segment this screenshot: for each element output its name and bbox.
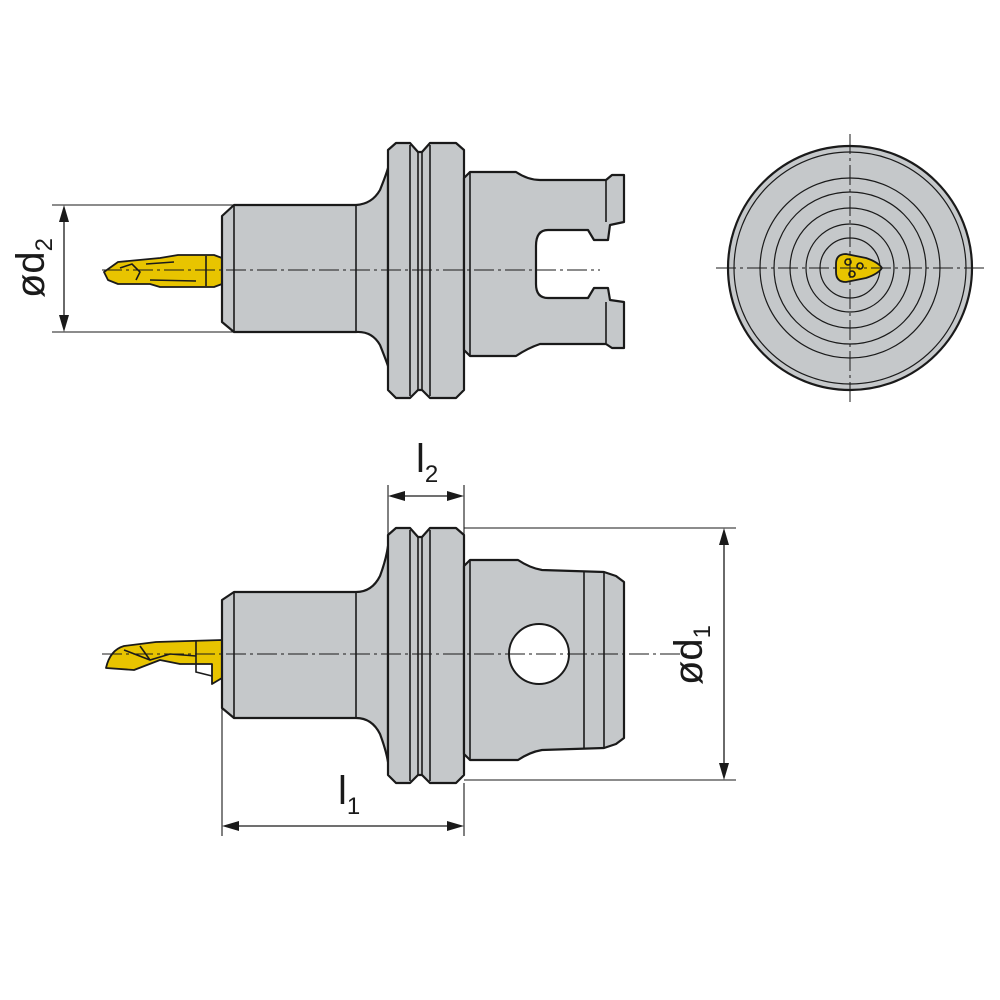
dim-l2-label: l2 xyxy=(416,437,438,488)
dim-d1-label: ød1 xyxy=(667,625,716,685)
dim-l1: l1 xyxy=(221,708,465,836)
top-view-holder-body xyxy=(220,141,626,400)
top-view: ød2 xyxy=(9,141,626,400)
bottom-view-boring-insert xyxy=(105,639,223,685)
dim-d2-label: ød2 xyxy=(9,238,58,298)
end-view xyxy=(716,134,984,404)
dim-l1-label: l1 xyxy=(338,769,360,820)
dim-l2: l2 xyxy=(387,437,465,535)
dim-d2: ød2 xyxy=(9,204,234,333)
bottom-view: ød1 l2 l1 xyxy=(102,437,736,836)
top-view-boring-insert xyxy=(103,254,223,288)
dim-d1: ød1 xyxy=(464,527,736,781)
bottom-view-holder-body xyxy=(220,526,626,785)
